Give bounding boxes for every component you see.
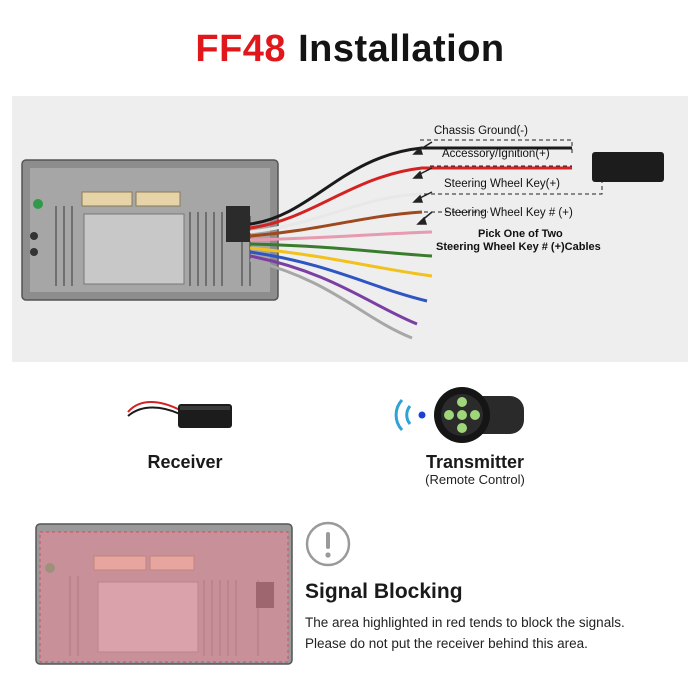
signal-blocking-line1: The area highlighted in red tends to blo… [305, 615, 625, 630]
page-title: FF48 Installation [0, 28, 700, 71]
label-steering-key: Steering Wheel Key(+) [444, 178, 561, 190]
label-steering-key-hash: Steering Wheel Key # (+) [444, 207, 573, 219]
wire-harness [249, 146, 572, 340]
transmitter-label: Transmitter [425, 452, 525, 472]
receiver-box [592, 152, 664, 182]
model-name: FF48 [195, 28, 287, 70]
signal-blocking-unit [35, 523, 293, 665]
label-pick-line2: Steering Wheel Key # (+)Cables [436, 241, 601, 253]
receiver-illustration [127, 401, 232, 428]
receiver-label: Receiver [147, 452, 223, 472]
label-pick-line1: Pick One of Two [478, 228, 563, 240]
label-chassis-ground: Chassis Ground(-) [434, 125, 528, 137]
title-word: Installation [298, 28, 505, 70]
head-unit-back [21, 159, 279, 301]
blocking-highlight-area [39, 531, 289, 663]
signal-blocking-line2: Please do not put the receiver behind th… [305, 636, 588, 651]
warning-icon [305, 521, 351, 567]
transmitter-illustration [394, 387, 524, 443]
wiring-diagram-svg [21, 139, 664, 340]
signal-blocking-title: Signal Blocking [305, 580, 463, 603]
wiring-diagram-panel: Chassis Ground(-) Accessory/Ignition(+) … [12, 96, 688, 362]
transmitter-sublabel: (Remote Control) [425, 472, 525, 487]
label-accessory: Accessory/Ignition(+) [442, 148, 550, 160]
